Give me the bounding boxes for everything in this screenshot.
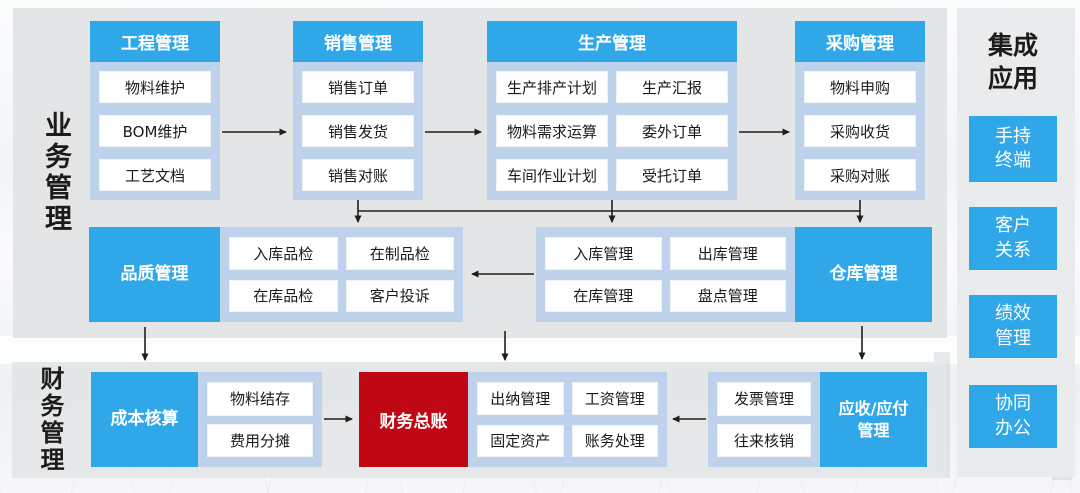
node-consigned-order: 受托订单	[616, 159, 728, 191]
purchase-column-body: 物料申购 采购收货 采购对账	[795, 62, 925, 200]
production-column-body: 生产排产计划 生产汇报 物料需求运算 委外订单 车间作业计划 受托订单	[487, 62, 737, 200]
cost-items: 物料结存 费用分摊	[198, 372, 322, 467]
purchase-column: 采购管理 物料申购 采购收货 采购对账	[795, 21, 925, 200]
node-production-scheduling: 生产排产计划	[496, 71, 608, 103]
receivable-items: 发票管理 往来核销	[708, 372, 820, 467]
engineering-management-header: 工程管理	[90, 21, 220, 62]
quality-block: 品质管理 入库品检 在制品检 在库品检 客户投诉	[89, 227, 463, 322]
node-material-requisition: 物料申购	[804, 71, 916, 103]
engineering-column: 工程管理 物料维护 BOM维护 工艺文档	[90, 21, 220, 200]
warehouse-items: 入库管理 出库管理 在库管理 盘点管理	[536, 227, 795, 322]
node-stock-management: 在库管理	[545, 279, 662, 312]
node-sales-delivery: 销售发货	[302, 115, 414, 147]
sales-management-header: 销售管理	[293, 21, 423, 62]
node-payroll-management: 工资管理	[571, 382, 658, 415]
node-accounting-processing: 账务处理	[571, 424, 658, 457]
node-customer-complaint: 客户投诉	[345, 279, 454, 312]
node-expense-allocation: 费用分摊	[207, 423, 313, 457]
node-in-stock-inspection: 在库品检	[229, 279, 338, 312]
accounting-items: 出纳管理 工资管理 固定资产 账务处理	[468, 372, 667, 467]
purchase-management-header: 采购管理	[795, 21, 925, 62]
node-workshop-operation-plan: 车间作业计划	[496, 159, 608, 191]
integration-section-label: 集成应用	[987, 31, 1038, 93]
node-outbound-management: 出库管理	[669, 237, 786, 270]
node-purchase-receiving: 采购收货	[804, 115, 916, 147]
node-outsourcing-order: 委外订单	[616, 115, 728, 147]
warehouse-management-box: 仓库管理	[795, 227, 932, 322]
node-purchase-reconciliation: 采购对账	[804, 159, 916, 191]
node-transaction-write-off: 往来核销	[717, 423, 811, 457]
collaborative-office-label: 协同办公	[994, 393, 1031, 439]
node-bom-maintenance: BOM维护	[99, 115, 211, 147]
finance-section-label: 财务管理	[36, 366, 64, 474]
node-sales-order: 销售订单	[302, 71, 414, 103]
node-in-process-inspection: 在制品检	[345, 237, 454, 270]
ar-ap-management-label: 应收/应付管理	[838, 398, 909, 440]
node-process-documents: 工艺文档	[99, 159, 211, 191]
node-production-report: 生产汇报	[616, 71, 728, 103]
cost-accounting-box: 成本核算	[91, 372, 198, 467]
receivable-block: 发票管理 往来核销 应收/应付管理	[708, 372, 927, 467]
sales-column: 销售管理 销售订单 销售发货 销售对账	[293, 21, 423, 200]
node-stocktaking-management: 盘点管理	[669, 279, 786, 312]
sales-column-body: 销售订单 销售发货 销售对账	[293, 62, 423, 200]
ar-ap-management-box: 应收/应付管理	[820, 372, 927, 467]
accounting-block: 出纳管理 工资管理 固定资产 账务处理	[468, 372, 667, 467]
warehouse-block: 入库管理 出库管理 在库管理 盘点管理 仓库管理	[536, 227, 932, 322]
node-mrp-calculation: 物料需求运算	[496, 115, 608, 147]
cost-block: 成本核算 物料结存 费用分摊	[91, 372, 322, 467]
node-inbound-management: 入库管理	[545, 237, 662, 270]
integration-item-handheld-terminal: 手持终端	[969, 116, 1057, 182]
node-material-maintenance: 物料维护	[99, 71, 211, 103]
general-ledger-box: 财务总账	[359, 372, 468, 467]
node-material-balance: 物料结存	[207, 382, 313, 416]
background-band	[0, 336, 1080, 364]
quality-management-box: 品质管理	[89, 227, 220, 322]
integration-item-collaborative-office: 协同办公	[969, 385, 1057, 448]
node-cashier-management: 出纳管理	[477, 382, 564, 415]
engineering-column-body: 物料维护 BOM维护 工艺文档	[90, 62, 220, 200]
node-invoice-management: 发票管理	[717, 382, 811, 416]
node-incoming-inspection: 入库品检	[229, 237, 338, 270]
integration-item-customer-relationship: 客户关系	[969, 207, 1057, 270]
node-fixed-assets: 固定资产	[477, 424, 564, 457]
node-sales-reconciliation: 销售对账	[302, 159, 414, 191]
production-management-header: 生产管理	[487, 21, 737, 62]
quality-items: 入库品检 在制品检 在库品检 客户投诉	[220, 227, 463, 322]
handheld-terminal-label: 手持终端	[994, 125, 1031, 171]
performance-management-label: 绩效管理	[994, 303, 1031, 349]
production-column: 生产管理 生产排产计划 生产汇报 物料需求运算 委外订单 车间作业计划 受托订单	[487, 21, 737, 200]
integration-item-performance-management: 绩效管理	[969, 295, 1057, 358]
customer-relationship-label: 客户关系	[994, 215, 1031, 261]
business-section-label: 业务管理	[40, 111, 71, 235]
